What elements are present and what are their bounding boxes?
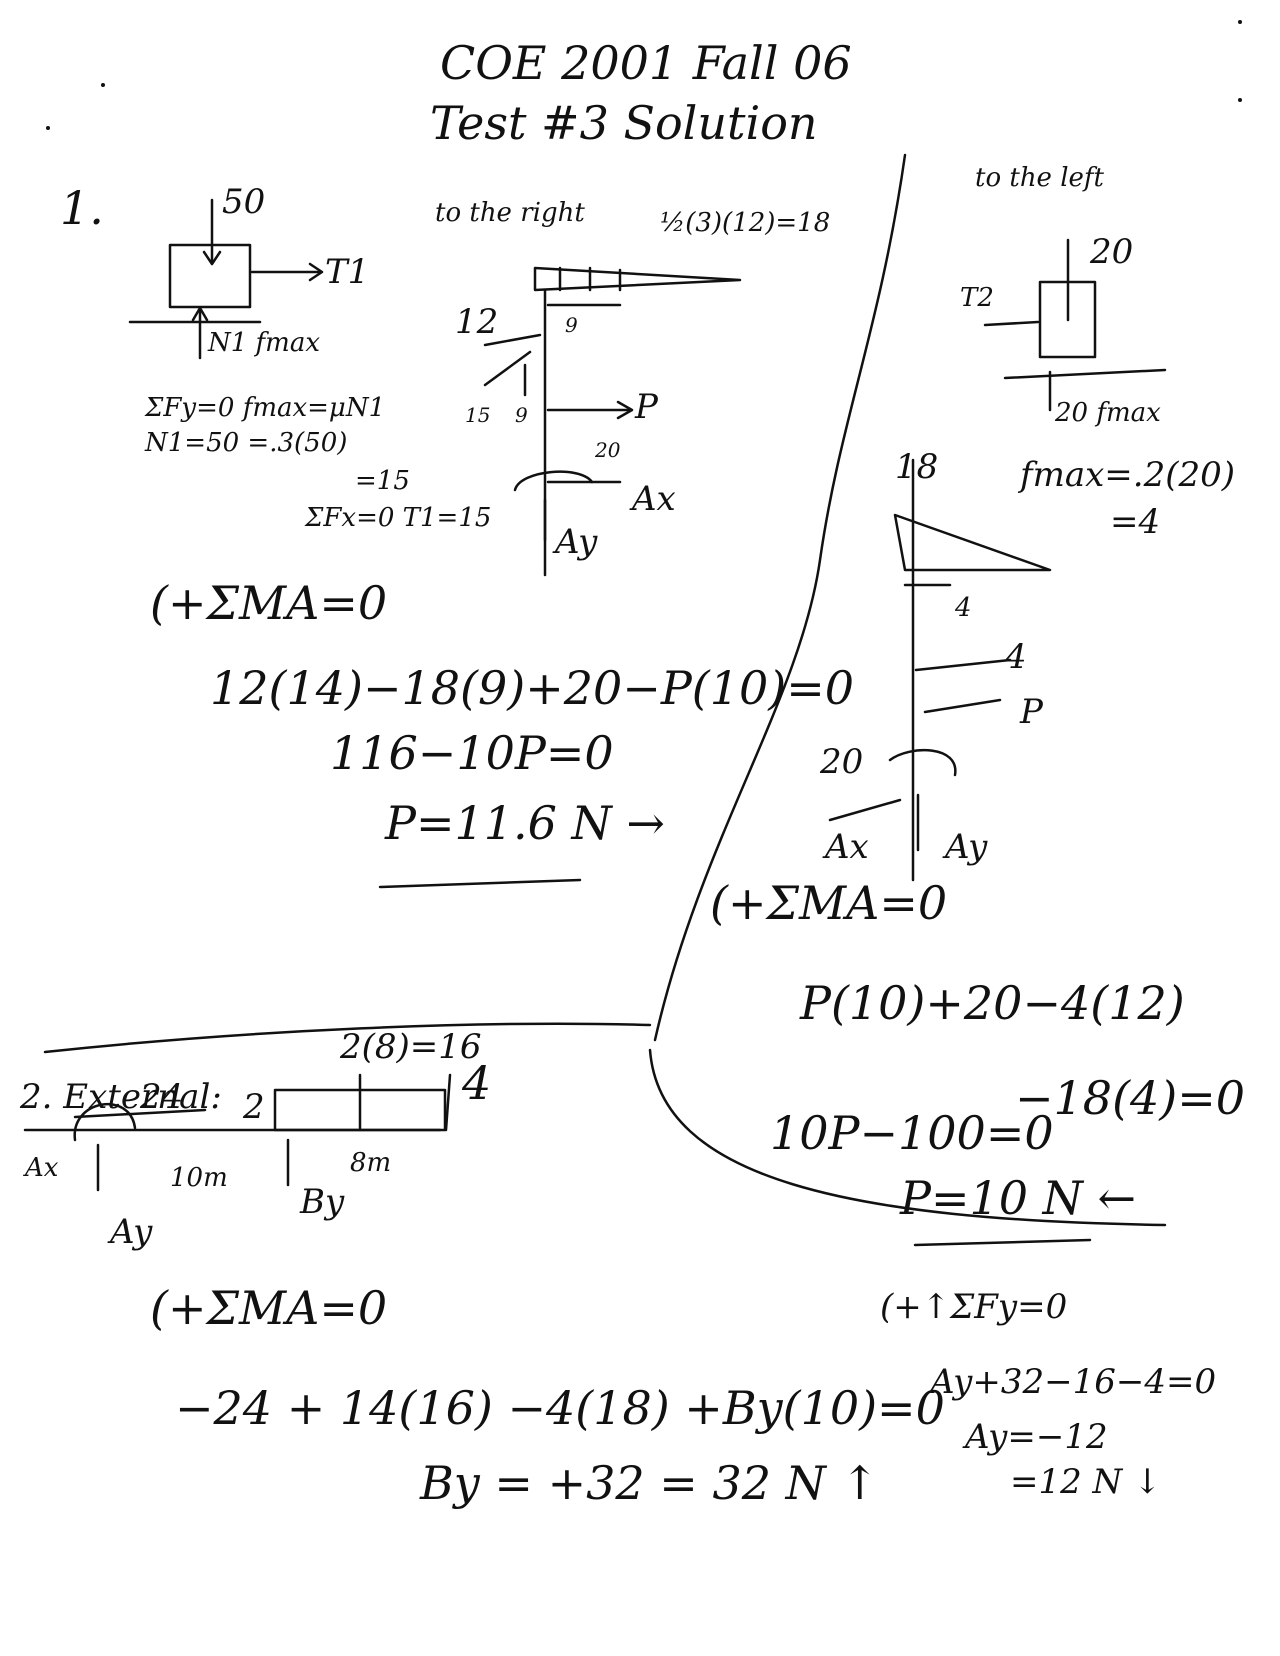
moment-24 xyxy=(73,1102,137,1142)
fy-eq-2: Ay=−12 xyxy=(965,1417,1108,1457)
title-line2: Test #3 Solution xyxy=(430,96,818,150)
problem-2-title: 2. External: xyxy=(20,1077,222,1117)
dim-4-label: 4 xyxy=(955,593,972,623)
arrow-p-head xyxy=(616,400,634,420)
eq-block1-2: N1=50 =.3(50) xyxy=(145,428,348,458)
arrow-p2 xyxy=(923,698,1002,714)
force-4-label: 4 xyxy=(1005,637,1027,677)
ground-2 xyxy=(1003,368,1167,380)
moment-20-2 xyxy=(888,749,957,777)
moment-24-label: 24 xyxy=(140,1077,184,1117)
moment-20 xyxy=(513,470,594,492)
stray-dot xyxy=(101,83,105,87)
eq-block1-3: =15 xyxy=(355,466,410,496)
moment-eq-left: (+ΣMA=0 xyxy=(710,876,948,930)
ay-label-p2: Ay xyxy=(110,1212,153,1252)
force-12-label: 12 xyxy=(455,302,499,342)
dist-load-2: 2 xyxy=(243,1087,265,1127)
moment-eq-right: (+ΣMA=0 xyxy=(150,576,388,630)
arrow-15 xyxy=(483,350,532,387)
dim-9-label: 9 xyxy=(565,313,578,337)
load-50: 50 xyxy=(222,182,266,222)
problem-number-1: 1. xyxy=(60,181,104,235)
eq-left-1: P(10)+20−4(12) xyxy=(800,976,1185,1030)
ax-label-2: Ax xyxy=(825,827,869,867)
divider-curve xyxy=(653,153,907,1042)
eq-right-1: 12(14)−18(9)+20−P(10)=0 xyxy=(210,661,854,715)
underline-result-1 xyxy=(378,878,582,889)
force-18-label: 18 xyxy=(895,447,939,487)
eq-p2-2: By = +32 = 32 N ↑ xyxy=(420,1456,880,1510)
normal-20: 20 fmax xyxy=(1055,398,1161,428)
divider-horizontal xyxy=(43,1022,652,1054)
area-right: ½(3)(12)=18 xyxy=(660,208,831,238)
fy-eq-1: Ay+32−16−4=0 xyxy=(930,1362,1217,1402)
arrow-n1-head xyxy=(191,306,209,322)
moment-eq-p2: (+ΣMA=0 xyxy=(150,1281,388,1335)
eq-left-2: −18(4)=0 xyxy=(1015,1071,1246,1125)
moment-20-label-2: 20 xyxy=(820,742,864,782)
arrow-50-head xyxy=(202,250,222,266)
eq-p2-1: −24 + 14(16) −4(18) +By(10)=0 xyxy=(175,1381,945,1435)
ay-label-2: Ay xyxy=(945,827,988,867)
title-line1: COE 2001 Fall 06 xyxy=(440,36,852,90)
force-p-label-2: P xyxy=(1020,692,1043,732)
title-to-the-right: to the right xyxy=(435,198,585,228)
triangle-load xyxy=(533,266,742,292)
span-8m: 8m xyxy=(350,1148,392,1178)
arrow-t1-head xyxy=(308,262,324,282)
arrow-ax2 xyxy=(828,798,902,822)
load-20: 20 xyxy=(1090,232,1134,272)
result-right: P=11.6 N → xyxy=(385,796,665,850)
underline-external xyxy=(73,1108,207,1119)
underline-result-2 xyxy=(913,1238,1092,1247)
arrow-4 xyxy=(444,1073,452,1132)
ax-label: Ax xyxy=(632,479,676,519)
moment-20-label: 20 xyxy=(595,438,621,462)
normal-n1: N1 fmax xyxy=(208,328,320,358)
eq-block1-1: ΣFy=0 fmax=μN1 xyxy=(145,393,386,423)
fmax-left-1: fmax=.2(20) xyxy=(1020,455,1235,495)
point-load-4: 4 xyxy=(462,1056,492,1110)
eq-left-3: 10P−100=0 xyxy=(770,1106,1054,1160)
arrow-12 xyxy=(483,333,542,347)
tension-t2: T2 xyxy=(960,283,994,313)
sum-fy: (+↑ΣFy=0 xyxy=(880,1287,1068,1327)
eq-block1-4: ΣFx=0 T1=15 xyxy=(305,503,492,533)
by-label: By xyxy=(300,1182,345,1222)
block-1 xyxy=(168,243,252,309)
triangle-load-2 xyxy=(893,513,1052,572)
force-p-label: P xyxy=(635,387,658,427)
force-15-label: 15 xyxy=(465,403,491,427)
stray-dot xyxy=(46,126,50,130)
ay-label: Ay xyxy=(555,522,598,562)
eq-right-2: 116−10P=0 xyxy=(330,726,614,780)
title-to-the-left: to the left xyxy=(975,163,1104,193)
result-left: P=10 N ← xyxy=(900,1171,1137,1225)
span-10m: 10m xyxy=(170,1163,228,1193)
force-9-label: 9 xyxy=(515,403,528,427)
fy-eq-3: =12 N ↓ xyxy=(1010,1462,1162,1502)
stray-dot xyxy=(1238,98,1242,102)
arrow-t2 xyxy=(983,320,1040,327)
stray-dot xyxy=(1238,20,1242,24)
fmax-left-2: =4 xyxy=(1110,502,1161,542)
arrow-4 xyxy=(914,658,1012,672)
divider-lower-right xyxy=(648,1048,1167,1227)
ax-label-p2: Ax xyxy=(25,1153,59,1183)
load-label-16: 2(8)=16 xyxy=(340,1027,482,1067)
tension-t1: T1 xyxy=(325,252,370,292)
